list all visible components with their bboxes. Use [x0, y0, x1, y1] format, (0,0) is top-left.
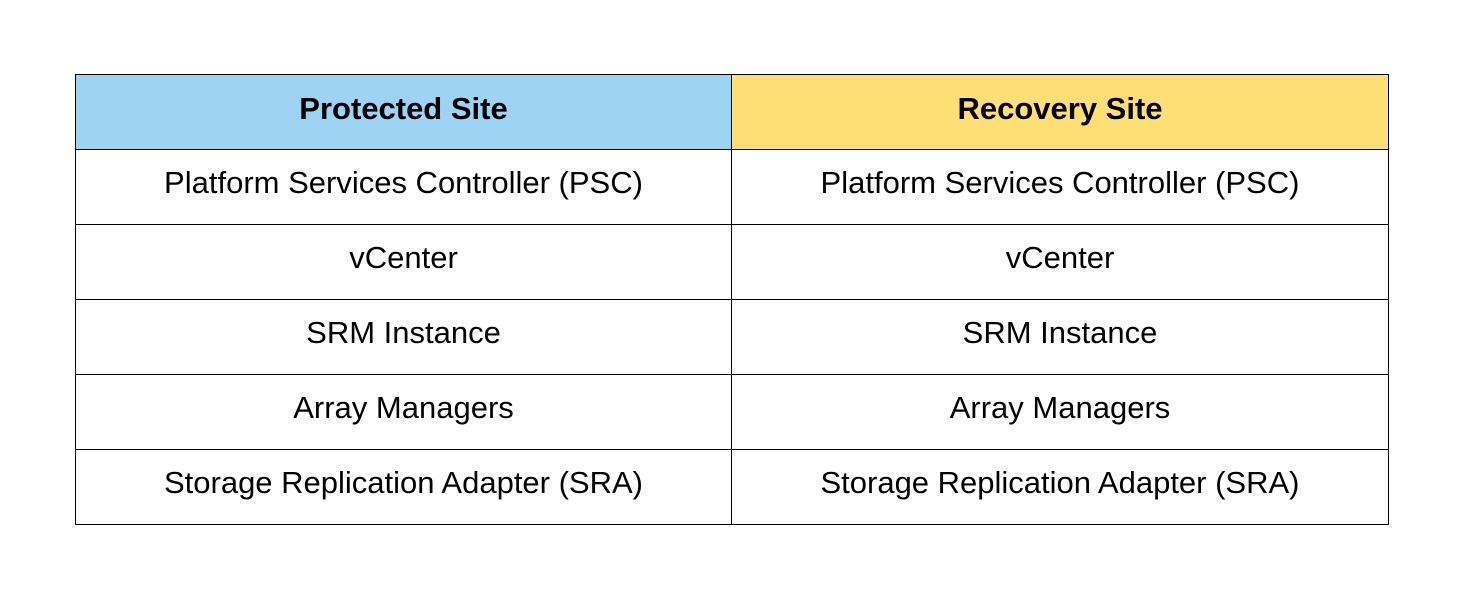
table-row: Storage Replication Adapter (SRA) Storag…: [75, 449, 1389, 525]
table-row: Platform Services Controller (PSC) Platf…: [75, 149, 1389, 225]
header-protected-site: Protected Site: [75, 74, 732, 150]
table-row: Array Managers Array Managers: [75, 374, 1389, 450]
site-comparison-table: Protected Site Recovery Site Platform Se…: [75, 74, 1389, 525]
site-comparison-table-container: Protected Site Recovery Site Platform Se…: [75, 74, 1389, 525]
protected-cell: Platform Services Controller (PSC): [75, 149, 732, 225]
recovery-cell: Array Managers: [731, 374, 1389, 450]
table-row: vCenter vCenter: [75, 224, 1389, 300]
protected-cell: vCenter: [75, 224, 732, 300]
table-header-row: Protected Site Recovery Site: [75, 74, 1389, 150]
recovery-cell: SRM Instance: [731, 299, 1389, 375]
recovery-cell: Platform Services Controller (PSC): [731, 149, 1389, 225]
recovery-cell: vCenter: [731, 224, 1389, 300]
header-recovery-site: Recovery Site: [731, 74, 1389, 150]
protected-cell: Storage Replication Adapter (SRA): [75, 449, 732, 525]
table-row: SRM Instance SRM Instance: [75, 299, 1389, 375]
recovery-cell: Storage Replication Adapter (SRA): [731, 449, 1389, 525]
protected-cell: SRM Instance: [75, 299, 732, 375]
protected-cell: Array Managers: [75, 374, 732, 450]
